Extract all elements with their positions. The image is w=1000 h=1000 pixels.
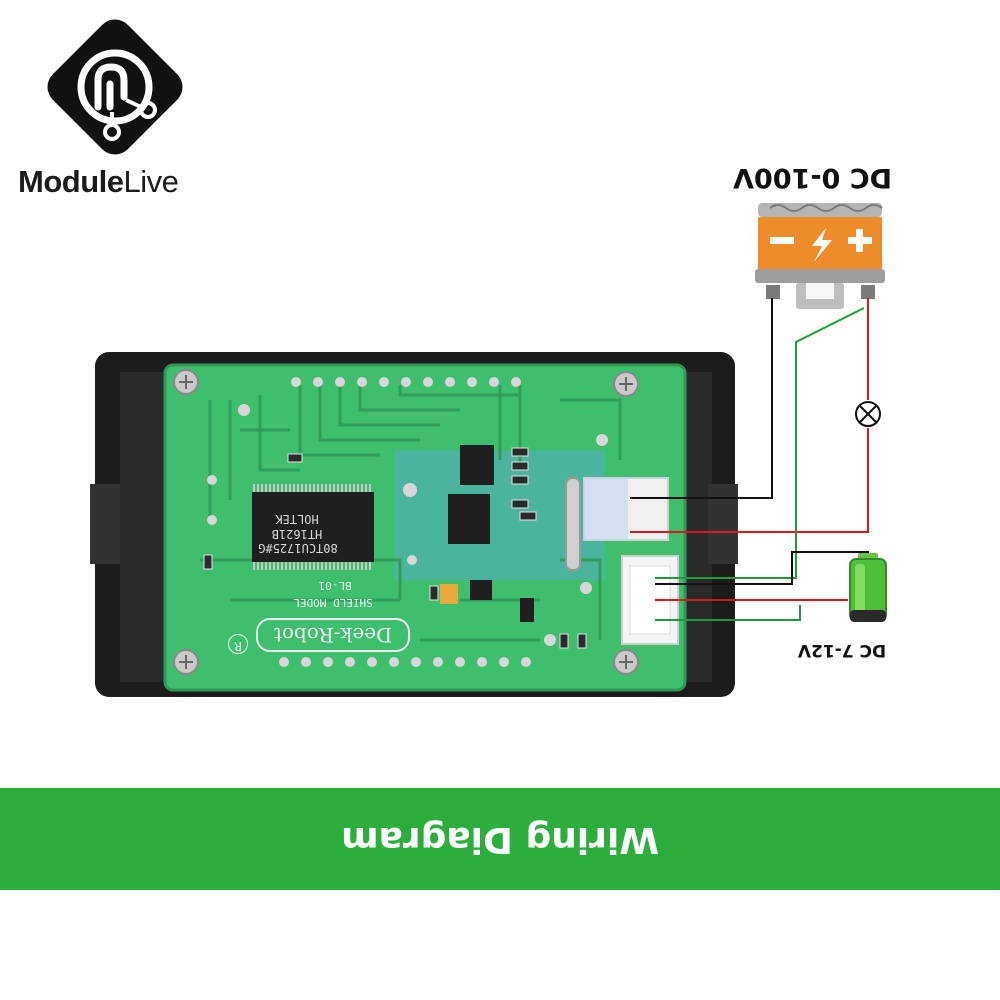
power-input-label: DC 0-100V — [733, 162, 892, 193]
banner-title: Wiring Diagram — [341, 819, 659, 860]
brand-name: ModuleLive — [18, 164, 218, 204]
banner: Wiring Diagram — [0, 788, 1000, 890]
cell-battery-icon — [849, 553, 887, 622]
chip-line-1: HOLTEK — [275, 512, 319, 526]
supply-input-label: DC 7-12V — [797, 640, 887, 660]
lcd-driver-chip — [252, 484, 374, 570]
screw-icon — [173, 369, 639, 675]
pcb-brand-label: Deek-Robot — [256, 618, 410, 652]
signal-connector — [583, 477, 669, 541]
modulelive-logo-icon — [47, 19, 183, 155]
registered-mark: R — [228, 634, 248, 654]
lamp-icon — [855, 401, 881, 427]
pcb-board — [165, 365, 685, 690]
brand-name-bold: Module — [18, 164, 124, 199]
pcb-model-label: SHIELD MODEL — [293, 596, 373, 609]
chip-line-3: 80TCU1725#G — [258, 541, 338, 555]
pcb-model-code: BL-01 — [318, 579, 352, 592]
brand-name-light: Live — [123, 164, 179, 199]
car-battery-icon — [755, 203, 885, 309]
